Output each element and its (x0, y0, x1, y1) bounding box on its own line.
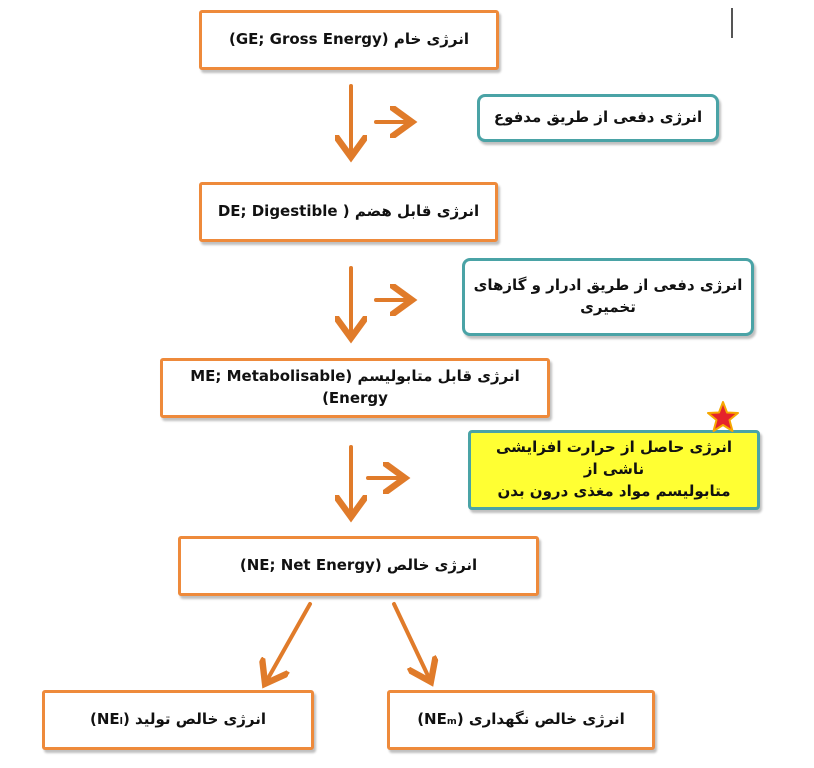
loss-heat-label-2: متابولیسم مواد مغذی درون بدن (497, 481, 731, 500)
loss-fecal-label: انرژی دفعی از طریق مدفوع (493, 108, 703, 127)
node-net-energy-maintenance: انرژی خالص نگهداری (NEₘ) (387, 690, 655, 750)
node-net-energy-production: انرژی خالص تولید (NEₗ) (42, 690, 314, 750)
node-digestible-energy: انرژی قابل هضم ( DE; Digestible (199, 182, 498, 242)
loss-heat-label-1: انرژی حاصل از حرارت افزایشی ناشی از (496, 438, 732, 479)
node-net-energy-maintenance-label: انرژی خالص نگهداری (NEₘ) (417, 710, 625, 729)
arrow-ne-to-maintenance (392, 602, 430, 680)
node-net-energy-label: انرژی خالص (NE; Net Energy) (239, 556, 478, 575)
node-net-energy: انرژی خالص (NE; Net Energy) (178, 536, 539, 596)
node-metabolisable-energy: انرژی قابل متابولیسم (ME; Metabolisable … (160, 358, 550, 418)
loss-urine-gas-label-2: تخمیری (580, 298, 636, 316)
loss-fecal: انرژی دفعی از طریق مدفوع (477, 94, 719, 142)
loss-heat-increment: انرژی حاصل از حرارت افزایشی ناشی از متاب… (468, 430, 760, 510)
node-gross-energy: انرژی خام (GE; Gross Energy) (199, 10, 499, 70)
node-net-energy-production-label: انرژی خالص تولید (NEₗ) (90, 710, 266, 729)
loss-urine-gas: انرژی دفعی از طریق ادرار و گازهای تخمیری (462, 258, 754, 336)
arrow-ne-to-production (266, 602, 312, 682)
loss-urine-gas-label-1: انرژی دفعی از طریق ادرار و گازهای (473, 276, 743, 295)
text-cursor (731, 8, 733, 38)
node-gross-energy-label: انرژی خام (GE; Gross Energy) (229, 30, 469, 49)
node-metabolisable-energy-label: انرژی قابل متابولیسم (ME; Metabolisable … (190, 367, 520, 407)
star-icon (707, 401, 739, 432)
node-digestible-energy-label: انرژی قابل هضم ( DE; Digestible (217, 202, 480, 221)
